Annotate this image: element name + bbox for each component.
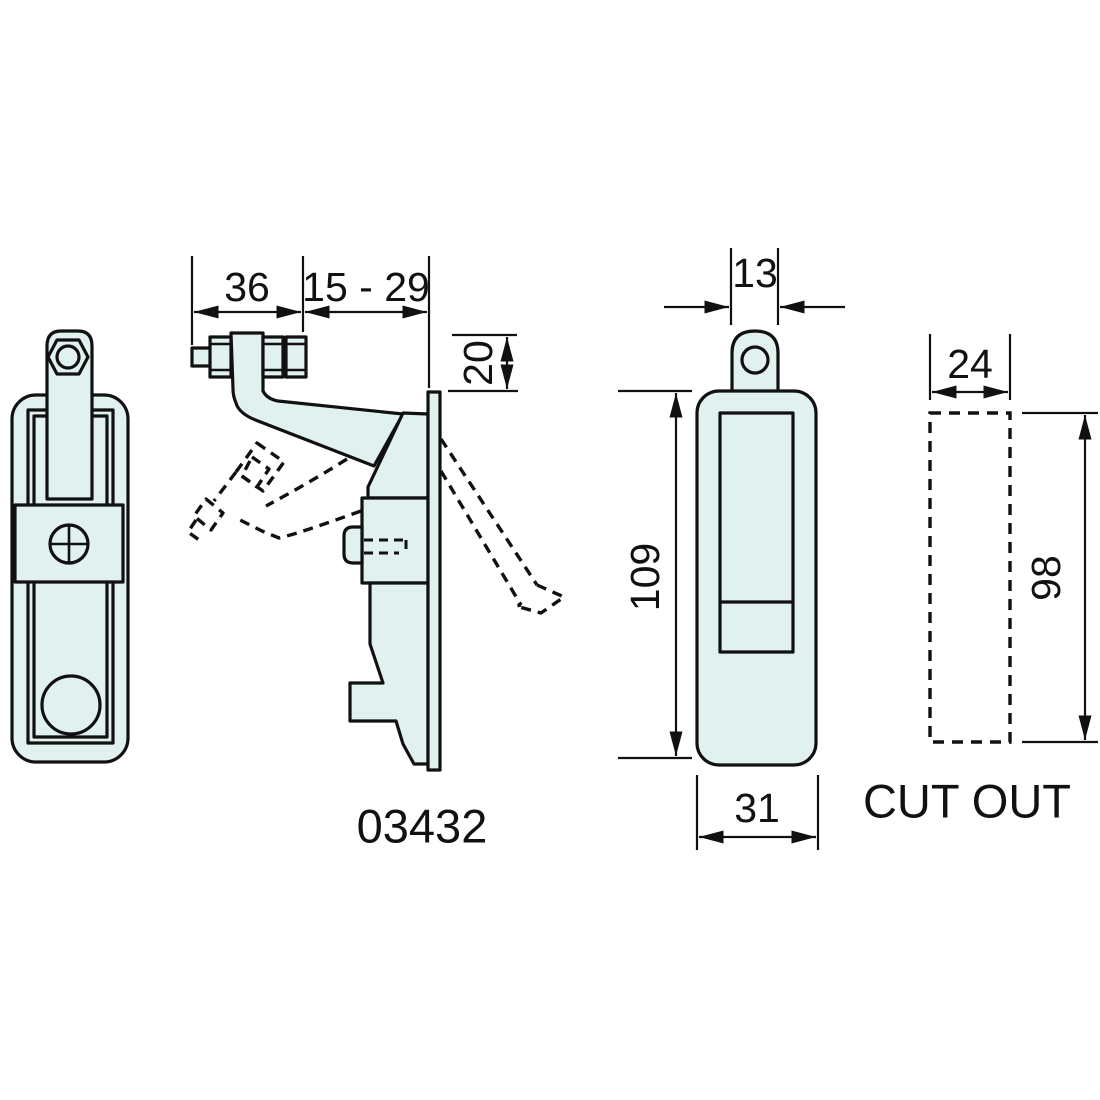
open-lever-nut (240, 455, 271, 489)
side-offset-label: 20 (455, 340, 501, 386)
bolt-nut-3-chamfer (286, 342, 306, 372)
extension-lines (928, 334, 1012, 400)
front-tab-width-label: 13 (732, 250, 778, 296)
front-height-label: 109 (622, 543, 668, 611)
extension-lines (618, 389, 692, 760)
lever-arm (229, 331, 405, 468)
extension-lines (729, 248, 780, 325)
cutout-caption: CUT OUT (863, 775, 1071, 828)
open-lever-shank (212, 470, 238, 503)
side-view-drawing: 36 15 - 29 20 03432 (186, 256, 566, 853)
cutout-height-dimension: 98 (1022, 411, 1098, 744)
cutout-view-drawing: 24 98 CUT OUT (863, 334, 1098, 828)
extension-lines (695, 775, 820, 850)
open-hook-edge-1 (439, 438, 539, 586)
latch-face-body (695, 389, 818, 767)
side-top-dimensions: 36 15 - 29 (190, 256, 431, 388)
top-tab-hole (740, 345, 770, 375)
pivot-bump (342, 525, 364, 565)
part-number-label: 03432 (357, 800, 488, 853)
side-arm-length-label: 36 (224, 264, 270, 310)
open-lever-arm-end (234, 441, 286, 493)
front-left-view-drawing (10, 329, 130, 764)
open-hook-tip (514, 583, 566, 615)
cutout-width-label: 24 (947, 341, 993, 387)
cutout-width-dimension: 24 (928, 334, 1012, 400)
front-width-label: 31 (734, 785, 780, 831)
front-width-dimension: 31 (695, 775, 820, 850)
extension-lines (1022, 411, 1098, 744)
extension-lines (190, 256, 431, 388)
open-lever-bottom-edge (235, 509, 362, 540)
open-lever-bolt-end (192, 497, 225, 532)
front-tab-width-dimension: 13 (664, 248, 845, 325)
bolt-nut-1-chamfer (210, 342, 231, 372)
bolt-nut-2-chamfer (263, 342, 283, 372)
side-grip-range-label: 15 - 29 (302, 264, 430, 310)
bolt-nut-3 (284, 335, 308, 379)
extension-lines (448, 333, 518, 393)
open-lever-top-edge (265, 457, 348, 508)
cutout-dashed-rect (928, 411, 1012, 744)
cutout-height-label: 98 (1023, 555, 1069, 601)
phillips-cross-icon (50, 525, 88, 563)
lower-body-wedge (348, 581, 430, 766)
hex-nut-bolt-hole (55, 344, 81, 370)
open-position-lever-dashed (186, 441, 362, 544)
front-view-drawing: 13 109 31 (618, 248, 845, 850)
front-height-dimension: 109 (618, 389, 692, 760)
bolt-nut-2 (261, 335, 285, 379)
hex-nut-icon (46, 338, 90, 376)
open-lever-bolt-tip (186, 519, 203, 544)
open-hook-edge-2 (439, 470, 523, 606)
open-position-hook-dashed (439, 438, 566, 615)
side-offset-dimension: 20 (448, 333, 518, 393)
flap-recess (718, 411, 795, 654)
mounting-panel-flange (426, 390, 442, 772)
hidden-pin-lines (364, 538, 408, 555)
bottom-hole (40, 674, 102, 736)
